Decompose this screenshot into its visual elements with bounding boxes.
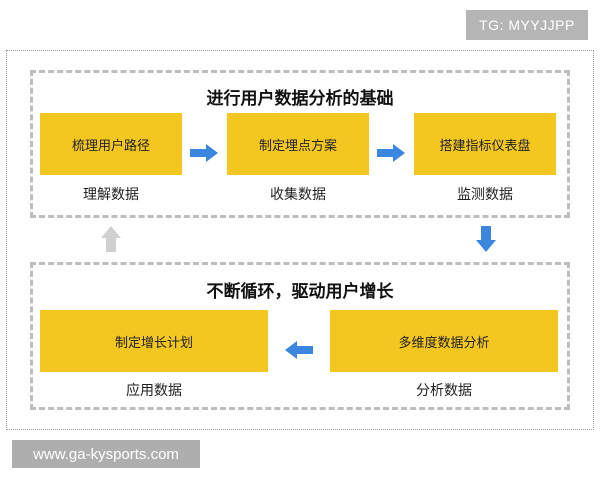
box-metrics-dashboard: 搭建指标仪表盘 xyxy=(414,113,556,175)
label-apply-data: 应用数据 xyxy=(126,383,182,399)
box-multidimensional-analysis: 多维度数据分析 xyxy=(330,310,558,372)
group-growth-loop xyxy=(30,262,570,410)
label-monitor-data: 监测数据 xyxy=(457,187,513,203)
watermark-url: www.ga-kysports.com xyxy=(12,440,200,468)
box-growth-plan: 制定增长计划 xyxy=(40,310,268,372)
arrow-left-icon xyxy=(285,341,313,359)
watermark-tag: TG: MYYJJPP xyxy=(466,10,588,40)
label-understand-data: 理解数据 xyxy=(83,187,139,203)
arrow-right-icon xyxy=(377,144,405,162)
bottom-group-title: 不断循环，驱动用户增长 xyxy=(206,282,394,302)
box-map-user-path: 梳理用户路径 xyxy=(40,113,182,175)
group-data-foundation xyxy=(30,70,570,218)
arrow-down-icon xyxy=(476,226,496,252)
top-group-title: 进行用户数据分析的基础 xyxy=(206,89,394,109)
label-collect-data: 收集数据 xyxy=(270,187,326,203)
outer-frame xyxy=(6,50,594,430)
box-tracking-plan: 制定埋点方案 xyxy=(227,113,369,175)
arrow-up-icon xyxy=(101,226,121,252)
arrow-right-icon xyxy=(190,144,218,162)
label-analyze-data: 分析数据 xyxy=(416,383,472,399)
